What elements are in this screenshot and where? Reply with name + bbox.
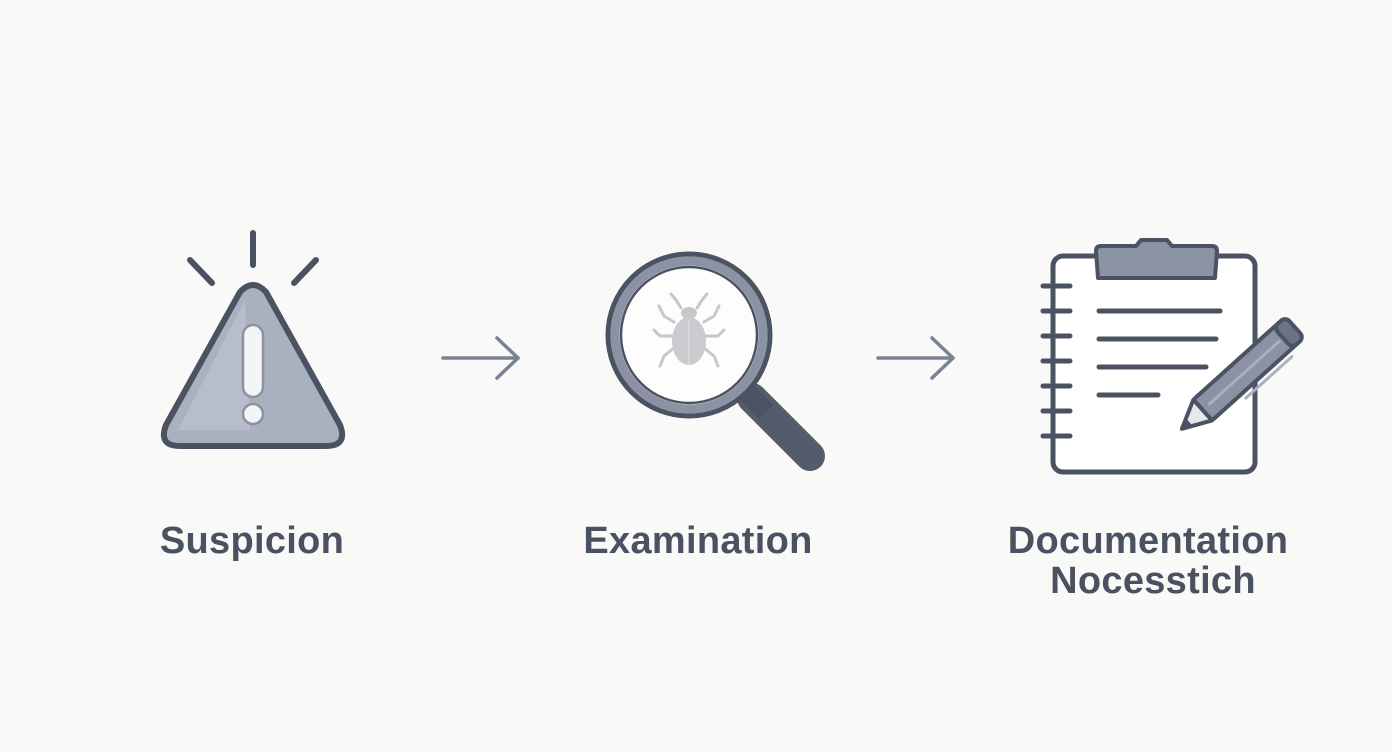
- bug-icon: [652, 292, 726, 368]
- clipboard-clip: [1094, 238, 1219, 280]
- clipboard-pencil-icon: [1040, 238, 1304, 475]
- step-label-documentation-line2: Nocesstich: [1050, 560, 1256, 602]
- pencil-icon: [1179, 317, 1304, 431]
- document-lines: [1096, 308, 1223, 398]
- exclamation-bar: [241, 323, 265, 399]
- magnifying-glass-bug-icon: [605, 251, 825, 471]
- exclamation-dot: [241, 402, 265, 426]
- step-label-examination: Examination: [583, 520, 812, 562]
- triangle-highlight: [178, 300, 250, 430]
- step-documentation: Documentation Nocesstich: [1008, 238, 1304, 602]
- step-label-documentation-line1: Documentation: [1008, 520, 1288, 562]
- arrow-right-icon: [876, 336, 955, 380]
- spiral-rings: [1040, 283, 1073, 439]
- warning-triangle-icon: [160, 230, 346, 449]
- step-examination: Examination: [583, 251, 825, 562]
- step-suspicion: Suspicion: [160, 230, 346, 562]
- step-label-suspicion: Suspicion: [160, 520, 344, 562]
- alert-rays: [187, 230, 319, 286]
- clipboard-board: [1050, 253, 1258, 475]
- arrow-right-icon: [441, 336, 520, 380]
